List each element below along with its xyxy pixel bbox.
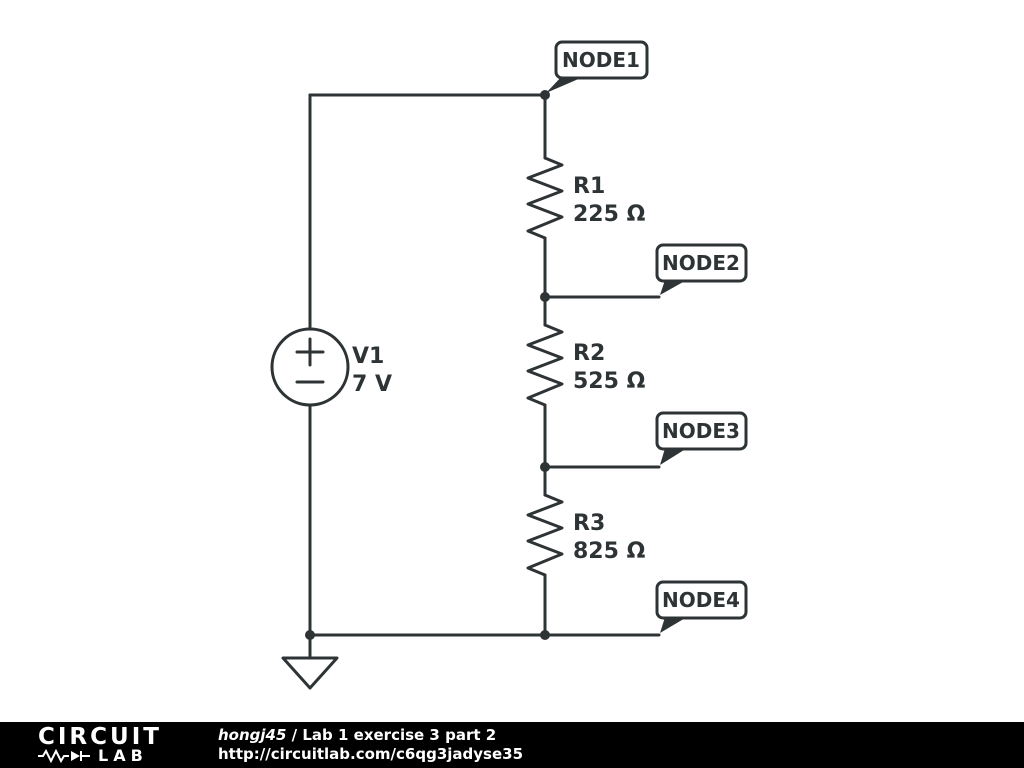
share-url[interactable]: http://circuitlab.com/c6qg3jadyse35 [218, 745, 524, 763]
plus-sign [295, 337, 325, 367]
ground-symbol[interactable] [281, 633, 339, 690]
schematic-canvas: V1 7 V R1 225 Ω R2 525 Ω R3 825 Ω [270, 40, 748, 690]
resistor-r3[interactable]: R3 825 Ω [526, 493, 646, 577]
resistor-name: R1 [573, 174, 605, 199]
resistor-name: R3 [573, 511, 605, 536]
node-flag-label: NODE1 [562, 48, 640, 72]
node-flag-box [655, 580, 748, 620]
circuitlab-logo[interactable]: CIRCUIT LAB [38, 726, 188, 764]
node-flag-box [655, 243, 748, 283]
junction-dot [540, 462, 550, 472]
source-name: V1 [352, 344, 384, 369]
resistor-zigzag [526, 323, 564, 407]
source-value: 7 V [352, 372, 392, 397]
attribution-line: hongj45 / Lab 1 exercise 3 part 2 [218, 726, 523, 745]
resistor-value: 525 Ω [573, 369, 646, 394]
ground-triangle [281, 656, 339, 690]
node-flag-label: NODE3 [662, 419, 740, 443]
node-flag-node3[interactable]: NODE3 [655, 411, 748, 465]
footer-bar: CIRCUIT LAB hongj45 / Lab 1 exercise 3 p… [0, 722, 1024, 768]
resistor-zigzag [526, 156, 564, 240]
circuitlab-logo-lab: LAB [98, 746, 148, 765]
author-name: hongj45 [218, 726, 287, 744]
node-flag-node2[interactable]: NODE2 [655, 243, 748, 295]
resistor-r1[interactable]: R1 225 Ω [526, 156, 646, 240]
node-flag-node4[interactable]: NODE4 [655, 580, 748, 633]
resistor-zigzag [526, 493, 564, 577]
resistor-r2[interactable]: R2 525 Ω [526, 323, 646, 407]
voltage-source-v1[interactable]: V1 7 V [270, 327, 392, 407]
resistor-value: 225 Ω [573, 202, 646, 227]
junction-dot [540, 90, 550, 100]
junction-dot [305, 630, 315, 640]
attribution-separator: / [286, 726, 303, 744]
junction-dot [540, 292, 550, 302]
node-flag-node1[interactable]: NODE1 [546, 40, 649, 93]
node-flag-label: NODE4 [662, 588, 740, 612]
resistor-value: 825 Ω [573, 539, 646, 564]
junction-dot [540, 630, 550, 640]
node-flag-box [554, 40, 649, 80]
circuitlab-wordmark: CIRCUIT [38, 724, 162, 750]
voltage-source-body [270, 327, 350, 407]
node-flag-box [655, 411, 748, 451]
node-flag-label: NODE2 [662, 251, 740, 275]
circuitlab-logo-glyph [38, 749, 90, 763]
resistor-name: R2 [573, 341, 605, 366]
circuit-title: Lab 1 exercise 3 part 2 [302, 726, 497, 744]
